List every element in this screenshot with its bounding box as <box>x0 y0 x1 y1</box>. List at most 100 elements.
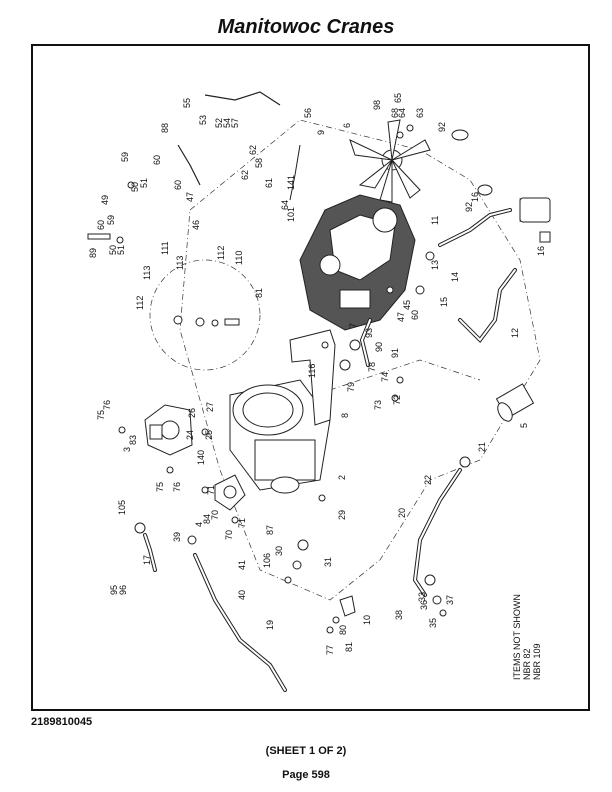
callout-56: 56 <box>303 108 313 118</box>
callout-96: 96 <box>118 585 128 595</box>
callout-112: 112 <box>135 296 145 310</box>
callout-76: 76 <box>172 482 182 492</box>
callout-105: 105 <box>117 500 127 515</box>
callout-19: 19 <box>265 620 275 630</box>
callout-8: 8 <box>340 413 350 418</box>
callout-92: 92 <box>464 202 474 212</box>
callout-74: 74 <box>380 372 390 382</box>
hardware-fittings <box>87 124 493 634</box>
callout-65: 65 <box>393 93 403 103</box>
cooling-fan <box>349 119 431 203</box>
callout-59: 59 <box>120 152 130 162</box>
callout-16: 16 <box>536 246 546 256</box>
callout-9: 9 <box>316 130 326 135</box>
callout-112: 112 <box>216 246 226 260</box>
detail-circle <box>149 259 261 371</box>
callout-52: 52 <box>214 118 224 128</box>
callout-13: 13 <box>430 260 440 270</box>
callout-45: 45 <box>402 300 412 310</box>
callout-77: 77 <box>325 645 335 655</box>
callout-24: 24 <box>185 430 195 440</box>
callout-40: 40 <box>237 590 247 600</box>
callout-21: 21 <box>477 442 487 452</box>
document-number: 2189810045 <box>31 716 93 728</box>
callout-113: 113 <box>142 266 152 280</box>
callout-22: 22 <box>423 475 433 485</box>
hose-20 <box>412 468 462 597</box>
callout-11: 11 <box>430 216 440 225</box>
callout-81: 81 <box>254 288 264 298</box>
callout-55: 55 <box>182 98 192 108</box>
callout-29: 29 <box>337 510 347 520</box>
hydraulic-pump <box>144 404 193 456</box>
callout-60: 60 <box>96 220 106 230</box>
callout-31: 31 <box>323 557 333 567</box>
bracket-10 <box>339 595 356 617</box>
callout-7: 7 <box>348 323 358 328</box>
callout-63: 63 <box>415 108 425 118</box>
callout-51: 51 <box>116 245 126 255</box>
callout-101: 101 <box>286 207 296 222</box>
callout-41: 41 <box>237 560 247 570</box>
callout-3: 3 <box>122 447 132 452</box>
callout-39: 39 <box>172 532 182 542</box>
callout-106: 106 <box>262 553 272 568</box>
callout-53: 53 <box>198 115 208 125</box>
callout-5: 5 <box>519 423 529 428</box>
callout-30: 30 <box>274 546 284 556</box>
callout-35: 35 <box>428 618 438 628</box>
callout-73: 73 <box>373 400 383 410</box>
items-not-shown-note: ITEMS NOT SHOWN NBR 82 NBR 109 <box>512 594 542 680</box>
callout-17: 17 <box>142 555 152 565</box>
callout-87: 87 <box>265 525 275 535</box>
callout-10: 10 <box>362 615 372 625</box>
callout-47: 47 <box>396 312 406 322</box>
callout-78: 78 <box>367 362 377 372</box>
throttle-cable <box>204 91 281 106</box>
callout-88: 88 <box>160 123 170 133</box>
callout-75: 75 <box>96 410 106 420</box>
callout-98: 98 <box>372 100 382 110</box>
callout-84: 84 <box>202 514 212 524</box>
callout-113: 113 <box>175 256 185 270</box>
callout-60: 60 <box>173 180 183 190</box>
callout-62: 62 <box>248 145 258 155</box>
callout-2: 2 <box>337 475 347 480</box>
fuel-pump <box>214 474 246 511</box>
callout-81: 81 <box>344 642 354 652</box>
callout-92: 92 <box>437 122 447 132</box>
callout-89: 89 <box>88 248 98 258</box>
callout-50: 50 <box>130 182 140 192</box>
callout-59: 59 <box>106 215 116 225</box>
callout-4: 4 <box>194 522 204 527</box>
callout-141: 141 <box>286 175 296 190</box>
starter-motor <box>495 383 535 422</box>
callout-76: 76 <box>102 400 112 410</box>
callout-91: 91 <box>390 348 400 358</box>
callout-110: 110 <box>234 251 244 265</box>
callout-64: 64 <box>397 108 407 118</box>
sheet-indicator: (SHEET 1 OF 2) <box>265 745 347 757</box>
callout-72: 72 <box>392 395 402 405</box>
callout-95: 95 <box>109 585 119 595</box>
callout-38: 38 <box>394 610 404 620</box>
callout-15: 15 <box>439 297 449 307</box>
air-cleaner-assembly <box>229 379 331 494</box>
callout-62: 62 <box>240 170 250 180</box>
callout-68: 68 <box>390 108 400 118</box>
callout-47: 47 <box>185 192 195 202</box>
callout-111: 111 <box>160 241 170 255</box>
page-title: Manitowoc Cranes <box>217 16 395 38</box>
callout-116: 116 <box>307 364 317 378</box>
callout-27: 27 <box>205 402 215 412</box>
callout-57: 57 <box>230 118 240 128</box>
callout-54: 54 <box>222 118 232 128</box>
callout-12: 12 <box>510 328 520 338</box>
callout-16: 16 <box>470 192 480 202</box>
svg-text:ITEMS NOT SHOWN: ITEMS NOT SHOWN <box>512 594 522 680</box>
svg-text:NBR 82: NBR 82 <box>522 648 532 680</box>
callout-71: 71 <box>237 518 247 528</box>
callout-14: 14 <box>450 272 460 282</box>
callout-33: 33 <box>417 592 427 602</box>
